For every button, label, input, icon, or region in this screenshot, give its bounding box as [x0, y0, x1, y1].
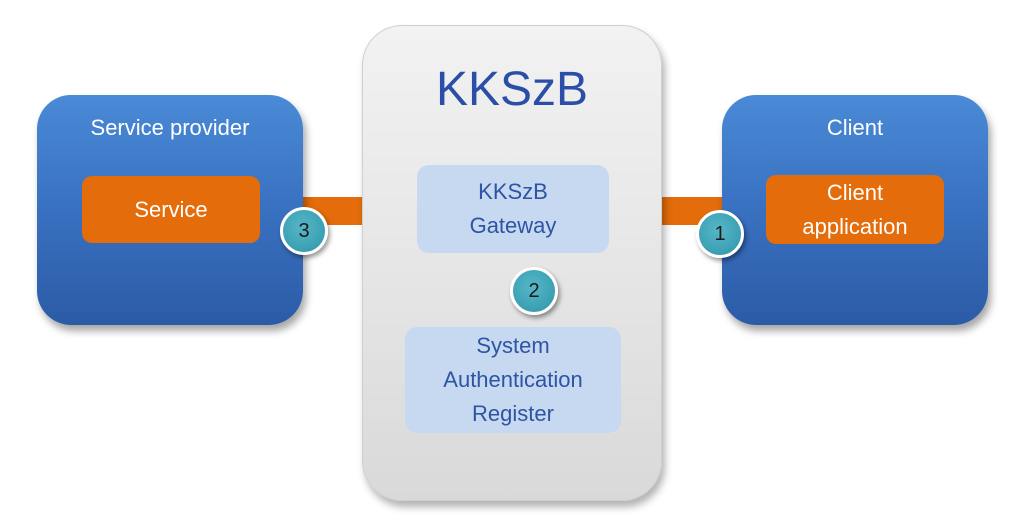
service-label: Service — [134, 196, 208, 222]
kkszb-gateway-box: KKSzB Gateway — [417, 165, 609, 253]
badge-1-label: 1 — [714, 222, 726, 245]
kkszb-title: KKSzB — [435, 63, 589, 116]
service-provider-title: Service provider — [90, 115, 250, 140]
client-app-line2: application — [802, 213, 908, 239]
register-line3: Register — [472, 401, 554, 426]
client-app-line1: Client — [826, 179, 884, 205]
service-box: Service — [82, 176, 260, 243]
step-badge-3: 3 — [280, 207, 328, 255]
register-line2: Authentication — [443, 367, 583, 392]
step-badge-1: 1 — [696, 210, 744, 258]
register-line1: System — [476, 333, 550, 358]
gateway-line2: Gateway — [469, 213, 557, 238]
gateway-line1: KKSzB — [478, 179, 548, 204]
badge-3-label: 3 — [298, 219, 310, 242]
client-title: Client — [826, 115, 884, 140]
step-badge-2: 2 — [510, 267, 558, 315]
client-application-box: Client application — [766, 175, 944, 244]
system-authentication-register-box: System Authentication Register — [405, 327, 621, 433]
badge-2-label: 2 — [528, 279, 540, 302]
